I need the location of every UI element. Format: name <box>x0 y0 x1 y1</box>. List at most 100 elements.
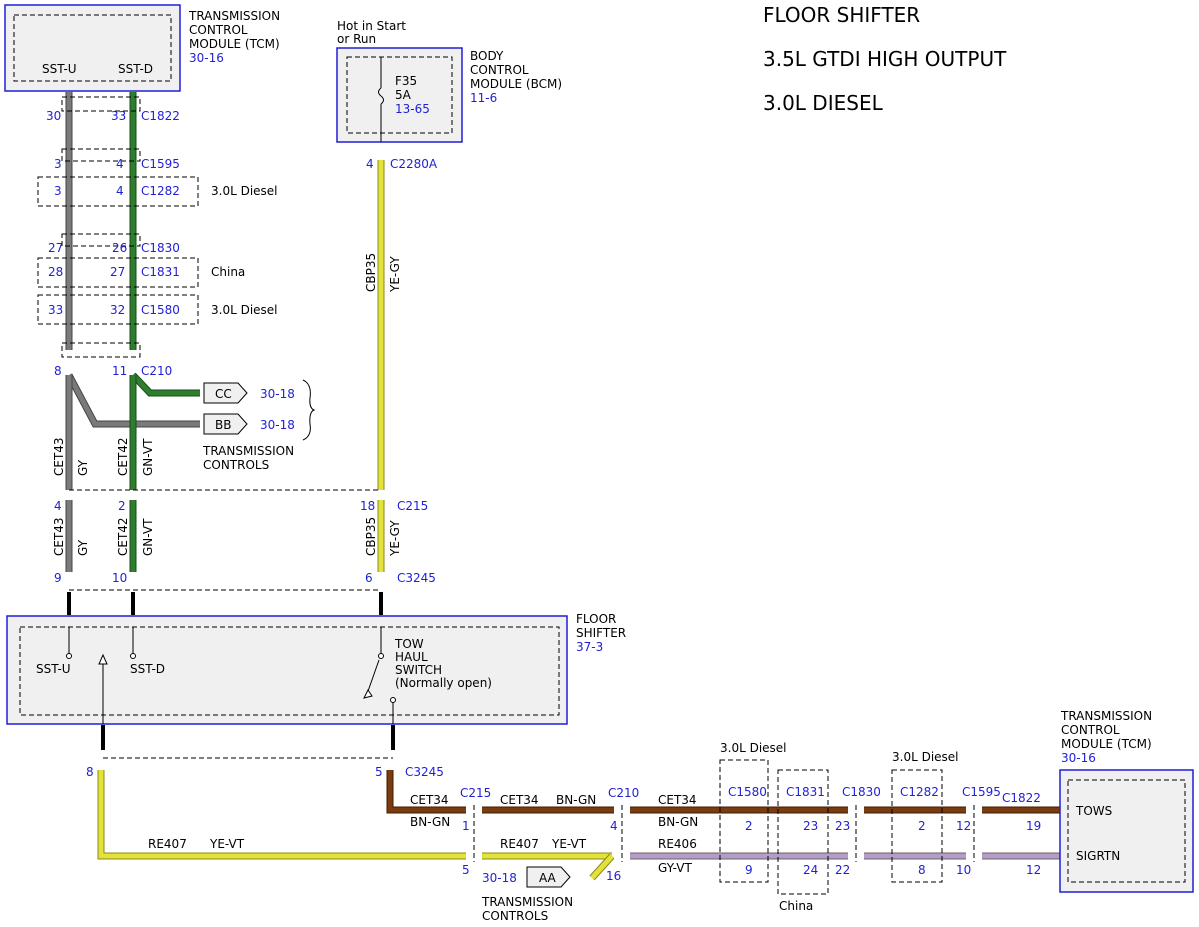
tcm-pin-tows: TOWS <box>1075 804 1112 818</box>
conn-c1831-bottom-box <box>777 769 829 895</box>
svg-text:9: 9 <box>745 863 753 877</box>
svg-text:8: 8 <box>54 364 62 378</box>
arrow-up-icon <box>98 653 108 665</box>
bcm-ref[interactable]: 11-6 <box>470 91 497 105</box>
wire-sst-d-splice <box>129 372 200 490</box>
cet34-circuit-3: CET34 <box>658 793 697 807</box>
tcm-top-label-1: TRANSMISSION <box>188 9 280 23</box>
tcm-bottom-ref[interactable]: 30-16 <box>1061 751 1096 765</box>
conn-c1282[interactable]: 3 4 C1282 3.0L Diesel <box>54 184 278 198</box>
svg-text:C1580: C1580 <box>141 303 180 317</box>
c3245-bottom-name[interactable]: C3245 <box>405 765 444 779</box>
tcm-top-ref[interactable]: 30-16 <box>189 51 224 65</box>
bottom-trans-controls-1: TRANSMISSION <box>481 895 573 909</box>
re406-color: GY-VT <box>658 861 692 875</box>
svg-text:CC: CC <box>215 387 232 401</box>
conn-c1282-box <box>37 176 199 207</box>
wire-cet42-color: GN-VT <box>141 438 155 476</box>
conn-c1595-box <box>61 148 141 162</box>
svg-text:33: 33 <box>48 303 63 317</box>
conn-c210[interactable]: 8 11 C210 <box>54 364 172 378</box>
floor-shifter-ref[interactable]: 37-3 <box>576 640 603 654</box>
conn-c1580-bottom-box <box>719 759 769 883</box>
svg-text:32: 32 <box>110 303 125 317</box>
bcm-hot-note-1: Hot in Start <box>337 19 406 33</box>
svg-text:4: 4 <box>54 499 62 513</box>
conn-c3245-top[interactable]: 9 10 6 C3245 <box>54 571 436 585</box>
fuse-ref: 13-65 <box>395 102 430 116</box>
shifter-pin-sst-u: SST-U <box>36 662 71 676</box>
svg-text:2: 2 <box>918 819 926 833</box>
svg-text:C1595: C1595 <box>141 157 180 171</box>
cet34-color-3: BN-GN <box>658 815 698 829</box>
wire-sst-u-splice <box>65 373 200 490</box>
conn-c215-top[interactable]: 4 2 18 C215 <box>54 499 428 513</box>
svg-text:19: 19 <box>1026 819 1041 833</box>
svg-text:4: 4 <box>116 184 124 198</box>
conn-c1595-bottom[interactable]: C1595 12 10 <box>956 785 1001 877</box>
conn-c1831[interactable]: 28 27 C1831 China <box>48 265 245 279</box>
bcm-module[interactable]: F35 5A 13-65 <box>336 47 463 143</box>
tow-switch-label-4: (Normally open) <box>395 676 492 690</box>
svg-text:4: 4 <box>610 819 618 833</box>
c3245-bottom-pin-8: 8 <box>86 765 94 779</box>
conn-c1822[interactable]: 30 33 C1822 <box>46 109 180 123</box>
engine-label-gtdi: 3.5L GTDI HIGH OUTPUT <box>763 47 1007 71</box>
tcm-bottom-label-3: MODULE (TCM) <box>1061 737 1152 751</box>
tcm-top-module[interactable]: SST-U SST-D <box>4 4 181 92</box>
bcm-label-1: BODY <box>470 49 504 63</box>
wire-cet34 <box>386 770 1065 814</box>
svg-text:3.0L Diesel: 3.0L Diesel <box>211 184 278 198</box>
fuse-icon <box>378 87 384 105</box>
svg-text:6: 6 <box>365 571 373 585</box>
svg-text:10: 10 <box>956 863 971 877</box>
conn-c210-bottom[interactable]: C210 4 16 <box>606 786 639 883</box>
conn-c1831-bottom[interactable]: C1831 23 24 China <box>779 785 825 913</box>
trans-controls-label-1: TRANSMISSION <box>202 444 294 458</box>
bcm-connector[interactable]: C2280A <box>390 157 438 171</box>
tcm-bottom-label-1: TRANSMISSION <box>1060 709 1152 723</box>
re407-color-1: YE-VT <box>209 837 245 851</box>
wire-cet43-circuit-mid: CET43 <box>52 517 66 556</box>
conn-c1830[interactable]: 27 26 C1830 <box>48 241 180 255</box>
tcm-top-label-2: CONTROL <box>189 23 248 37</box>
svg-text:12: 12 <box>1026 863 1041 877</box>
svg-text:30-18: 30-18 <box>260 387 295 401</box>
wire-cbp35-circuit-mid: CBP35 <box>364 517 378 556</box>
floor-shifter-module[interactable]: SST-U SST-D TOW HAUL SWITCH (Normally op… <box>6 615 568 725</box>
svg-text:C1282: C1282 <box>141 184 180 198</box>
tow-switch-label-2: HAUL <box>395 650 428 664</box>
wire-cbp35-color: YE-GY <box>388 256 402 293</box>
svg-text:27: 27 <box>110 265 125 279</box>
conn-c1580[interactable]: 33 32 C1580 3.0L Diesel <box>48 303 278 317</box>
diagram-title: FLOOR SHIFTER <box>763 3 920 27</box>
splice-cc[interactable]: CC 30-18 <box>203 382 295 404</box>
conn-c1830-box <box>61 233 141 247</box>
re407-circuit-2: RE407 <box>500 837 539 851</box>
conn-c1595[interactable]: 3 4 C1595 <box>54 157 180 171</box>
conn-c215-bottom[interactable]: C215 1 5 <box>460 786 491 877</box>
svg-text:3.0L Diesel: 3.0L Diesel <box>211 303 278 317</box>
tcm-pin-sigrtn: SIGRTN <box>1076 849 1120 863</box>
conn-c1822-bottom[interactable]: C1822 19 12 <box>1002 791 1041 877</box>
conn-c1282-bottom[interactable]: 3.0L Diesel C1282 2 8 <box>892 750 959 877</box>
svg-text:1: 1 <box>462 819 470 833</box>
svg-text:C1830: C1830 <box>842 785 881 799</box>
svg-text:5: 5 <box>462 863 470 877</box>
cet34-color-1: BN-GN <box>410 815 450 829</box>
tcm-pin-sst-u: SST-U <box>42 62 77 76</box>
conn-c1830-bottom[interactable]: C1830 23 22 <box>835 785 881 877</box>
conn-c1580-bottom[interactable]: 3.0L Diesel C1580 2 9 <box>720 741 787 877</box>
conn-c1282-bottom-box <box>891 769 943 883</box>
c3245-bottom-pin-5: 5 <box>375 765 383 779</box>
svg-text:18: 18 <box>360 499 375 513</box>
conn-c1580-box <box>37 294 199 325</box>
svg-text:3.0L Diesel: 3.0L Diesel <box>892 750 959 764</box>
tcm-bottom-module[interactable]: TOWS SIGRTN <box>1059 769 1194 893</box>
splice-aa[interactable]: AA 30-18 <box>482 866 571 888</box>
svg-text:C215: C215 <box>460 786 491 800</box>
svg-text:China: China <box>779 899 813 913</box>
svg-text:C1595: C1595 <box>962 785 1001 799</box>
conn-c1831-box <box>37 257 199 288</box>
splice-bb[interactable]: BB 30-18 <box>203 413 295 435</box>
